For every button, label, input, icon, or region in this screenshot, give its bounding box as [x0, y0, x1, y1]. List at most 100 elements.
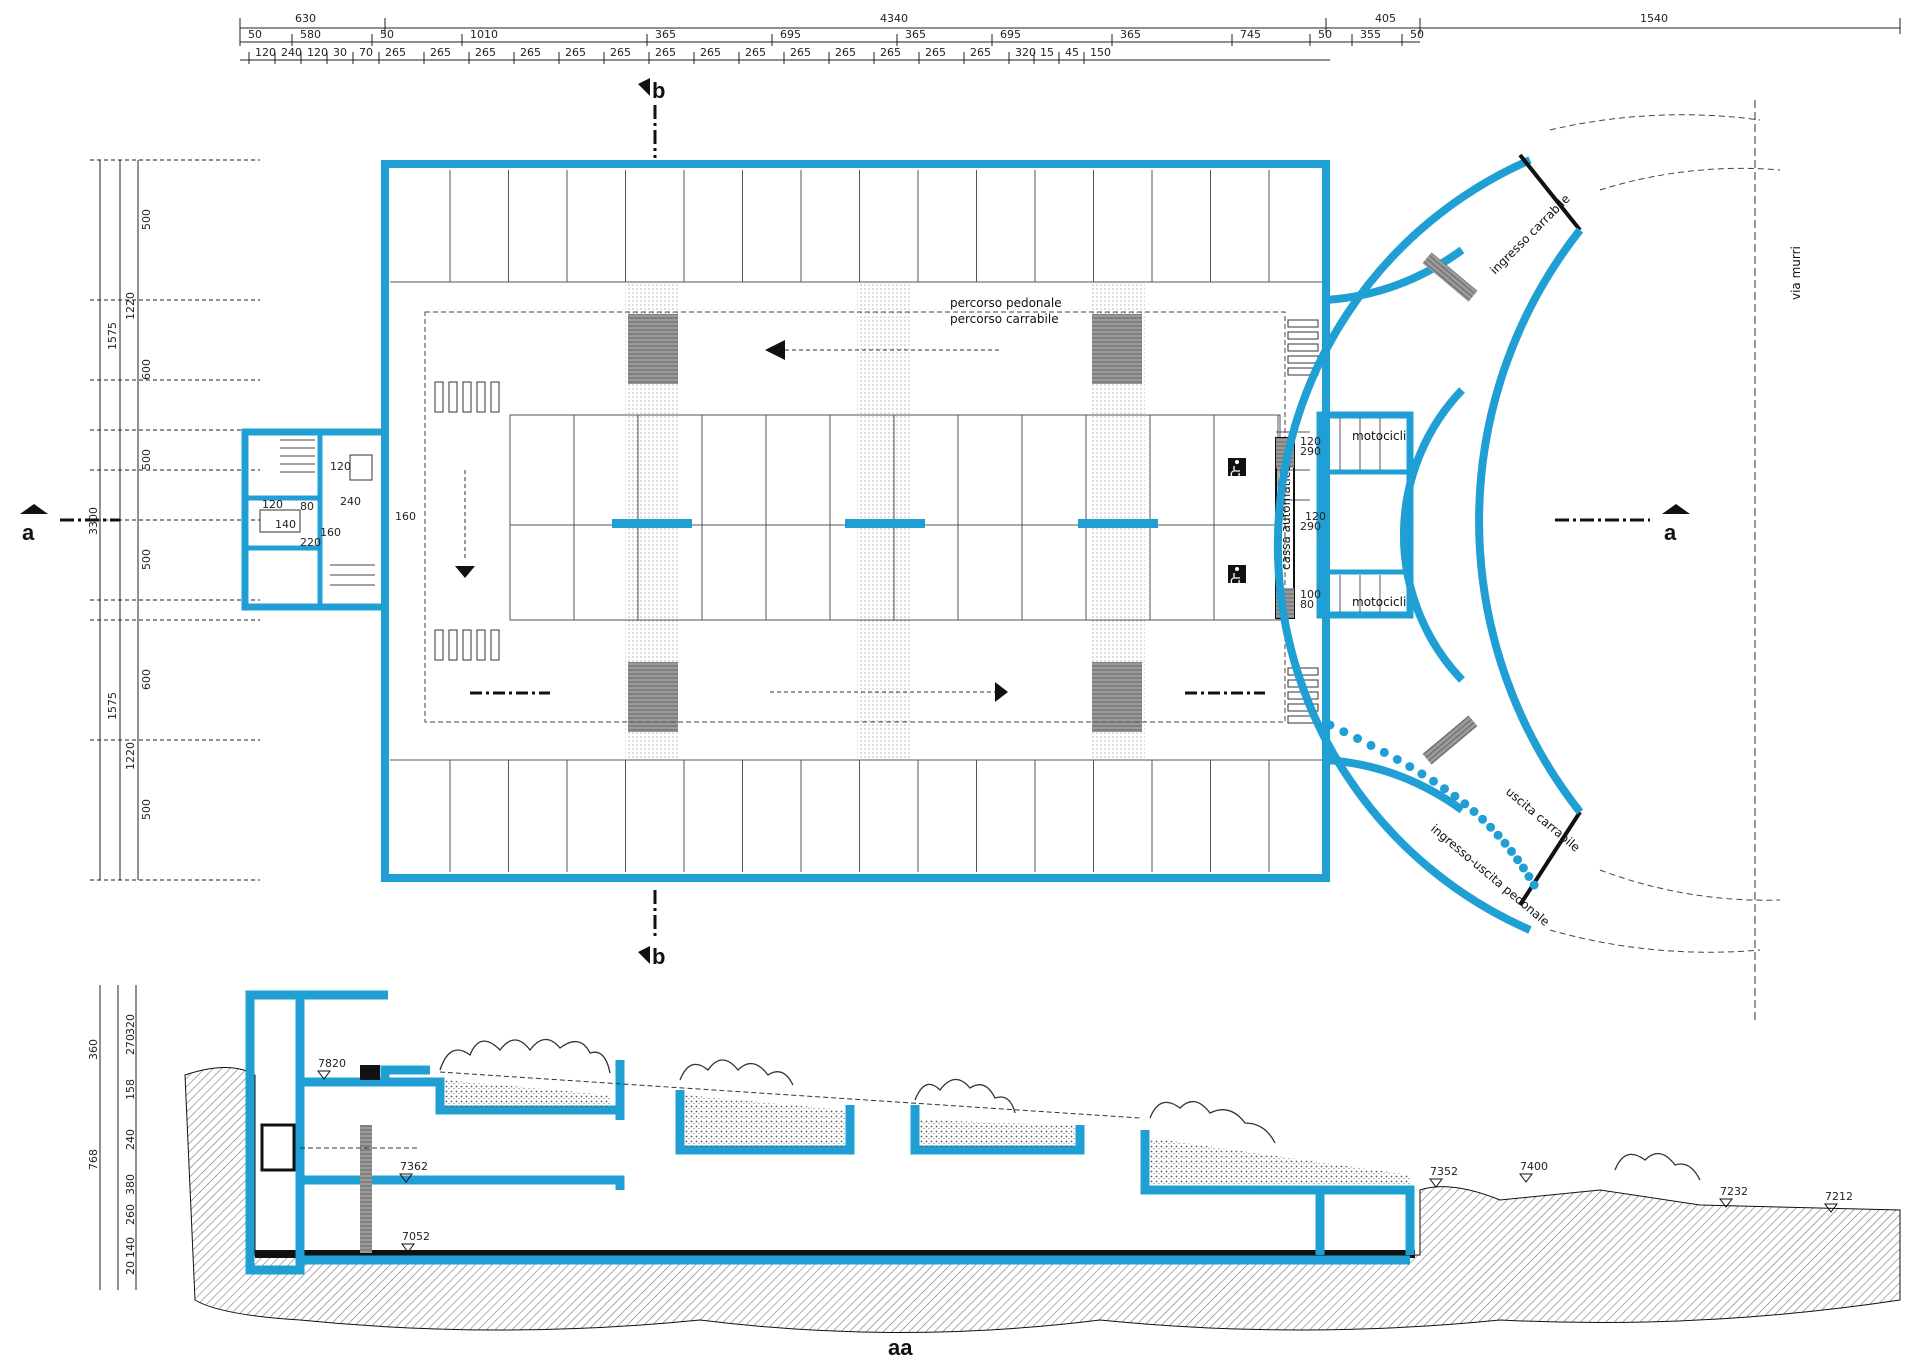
left-dim-a: 1575 — [106, 322, 119, 350]
svg-text:7820: 7820 — [318, 1057, 346, 1070]
moto-top-label: motocicli — [1352, 429, 1406, 443]
top-dim-row2-4: 365 — [655, 28, 676, 41]
level-marker-4: 7400 — [1519, 1160, 1548, 1183]
section-b-bottom: b — [652, 944, 665, 969]
left-dim-col4-0: 500 — [140, 209, 153, 230]
top-dim-2: 4340 — [880, 12, 908, 25]
top-dim-1: 630 — [295, 12, 316, 25]
top-dim-row3-16: 265 — [880, 46, 901, 59]
sec-dim-2: 270 — [124, 1034, 137, 1055]
left-dim-col4-1: 600 — [140, 359, 153, 380]
sec-dim-768: 768 — [87, 1149, 100, 1170]
top-dim-row2-10: 50 — [1318, 28, 1332, 41]
cash-dim-0: 120 — [1300, 435, 1321, 448]
section-arrow-icon: a — [1555, 504, 1690, 545]
stair-dim-7: 220 — [300, 536, 321, 549]
cash-dim-5: 80 — [1300, 598, 1314, 611]
level-marker-6: 7212 — [1824, 1190, 1853, 1213]
svg-text:7362: 7362 — [400, 1160, 428, 1173]
cash-dim-1: 290 — [1300, 445, 1321, 458]
top-dim-row2-6: 365 — [905, 28, 926, 41]
ramp-3 — [628, 662, 678, 732]
top-dim-row2-11: 355 — [1360, 28, 1381, 41]
sec-dim-1: 320 — [124, 1014, 137, 1035]
top-dim-row3-19: 320 — [1015, 46, 1036, 59]
top-dim-row3-21: 45 — [1065, 46, 1079, 59]
top-dim-row3-17: 265 — [925, 46, 946, 59]
left-dim-col4-4: 600 — [140, 669, 153, 690]
left-dim-col4-3: 500 — [140, 549, 153, 570]
top-dim-row2-0: 50 — [248, 28, 262, 41]
sec-dim-4: 240 — [124, 1129, 137, 1150]
section-b-top: b — [652, 78, 665, 103]
top-dim-row3-0: 120 — [255, 46, 276, 59]
cash-dim-3: 290 — [1300, 520, 1321, 533]
level-marker-1: 7362 — [399, 1160, 428, 1183]
top-dim-row3-4: 70 — [359, 46, 373, 59]
top-dim-row3-1: 240 — [281, 46, 302, 59]
top-dim-row3-5: 265 — [385, 46, 406, 59]
stair-dim-0: 120 — [262, 498, 283, 511]
section-title: aa — [888, 1335, 913, 1360]
stair-dim-4: 160 — [320, 526, 341, 539]
main-wall — [385, 164, 1410, 298]
direction-arrows — [455, 340, 1265, 702]
top-dim-row2-9: 745 — [1240, 28, 1261, 41]
column-1 — [612, 519, 692, 528]
top-dim-row2-7: 695 — [1000, 28, 1021, 41]
top-dim-row3-12: 265 — [700, 46, 721, 59]
section-arrow-icon: a — [20, 504, 120, 545]
section-aa: 7820 7362 7052 7352 7400 7232 7212 aa — [184, 990, 1901, 1360]
stair-dim-6: 240 — [340, 495, 361, 508]
stair-dim-2: 140 — [275, 518, 296, 531]
section-a-left: a — [22, 520, 35, 545]
level-marker-5: 7232 — [1719, 1185, 1748, 1208]
wheelchair-icon — [1228, 565, 1246, 586]
svg-text:7400: 7400 — [1520, 1160, 1548, 1173]
moto-bottom-label: motocicli — [1352, 595, 1406, 609]
top-dim-row2-8: 365 — [1120, 28, 1141, 41]
level-marker-3: 7352 — [1429, 1165, 1458, 1188]
section-a-right: a — [1664, 520, 1677, 545]
left-dim-b: 1575 — [106, 692, 119, 720]
column-2 — [845, 519, 925, 528]
wheelchair-icon — [1228, 458, 1246, 479]
top-dim-row3-6: 265 — [430, 46, 451, 59]
top-dim-4: 1540 — [1640, 12, 1668, 25]
top-dim-row2-2: 50 — [380, 28, 394, 41]
left-dim-col4-2: 500 — [140, 449, 153, 470]
sec-dim-8: 20 — [124, 1261, 137, 1275]
top-dim-row3-15: 265 — [835, 46, 856, 59]
pedestrian-path-label: percorso pedonale — [950, 296, 1062, 310]
sec-dim-0: 360 — [87, 1039, 100, 1060]
top-dim-row2-1: 580 — [300, 28, 321, 41]
section-arrow-icon: b — [638, 78, 665, 158]
top-dim-row3-8: 265 — [520, 46, 541, 59]
left-dim-d: 1220 — [124, 742, 137, 770]
level-marker-2: 7052 — [401, 1230, 430, 1253]
street-label: via murri — [1789, 246, 1803, 300]
sec-dim-3: 158 — [124, 1079, 137, 1100]
column-3 — [1078, 519, 1158, 528]
top-dim-row3-14: 265 — [790, 46, 811, 59]
vehicle-path-label: percorso carrabile — [950, 312, 1059, 326]
top-dim-row3-18: 265 — [970, 46, 991, 59]
section-arrow-icon: b — [638, 890, 665, 969]
top-dim-row3-2: 120 — [307, 46, 328, 59]
ramp-4 — [1092, 662, 1142, 732]
sec-dim-5: 380 — [124, 1174, 137, 1195]
svg-text:7352: 7352 — [1430, 1165, 1458, 1178]
left-dim-c: 1220 — [124, 292, 137, 320]
top-dim-3: 405 — [1375, 12, 1396, 25]
cash-dim-2: 120 — [1305, 510, 1326, 523]
svg-text:7212: 7212 — [1825, 1190, 1853, 1203]
top-dim-row3-11: 265 — [655, 46, 676, 59]
top-dim-row3-22: 150 — [1090, 46, 1111, 59]
top-dim-row2-12: 50 — [1410, 28, 1424, 41]
top-dim-row3-3: 30 — [333, 46, 347, 59]
stair-dim-5: 160 — [395, 510, 416, 523]
left-dim-col4-5: 500 — [140, 799, 153, 820]
ramp-1 — [628, 314, 678, 384]
garage-floor-plan: percorso pedonale percorso carrabile cas… — [20, 78, 1803, 1020]
